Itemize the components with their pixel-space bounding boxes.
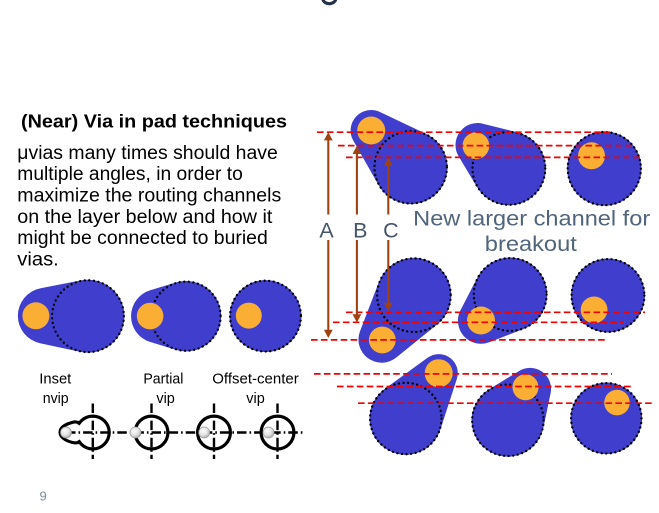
svg-text:vip: vip [156, 390, 175, 407]
svg-text:breakout: breakout [485, 233, 577, 256]
svg-text:nvip: nvip [43, 390, 69, 407]
svg-text:μvias many times should have: μvias many times should have [17, 143, 278, 164]
svg-text:New larger channel for: New larger channel for [413, 208, 650, 231]
svg-text:vias.: vias. [17, 249, 59, 270]
svg-text:Partial: Partial [143, 371, 183, 388]
svg-text:A: A [319, 219, 334, 243]
svg-text:maximize the routing channels: maximize the routing channels [17, 186, 281, 207]
svg-text:vip: vip [246, 390, 265, 407]
svg-text:9: 9 [40, 489, 47, 504]
svg-text:(Near) Via in pad techniques: (Near) Via in pad techniques [21, 112, 287, 132]
svg-text:Inset: Inset [39, 371, 72, 388]
svg-text:might be connected to buried: might be connected to buried [17, 228, 267, 249]
svg-text:on the layer below and how it: on the layer below and how it [17, 207, 273, 228]
svg-text:multiple angles, in order to: multiple angles, in order to [17, 164, 242, 185]
svg-text:C: C [383, 219, 399, 243]
svg-text:Offset-center: Offset-center [212, 371, 299, 388]
svg-text:B: B [353, 219, 367, 243]
